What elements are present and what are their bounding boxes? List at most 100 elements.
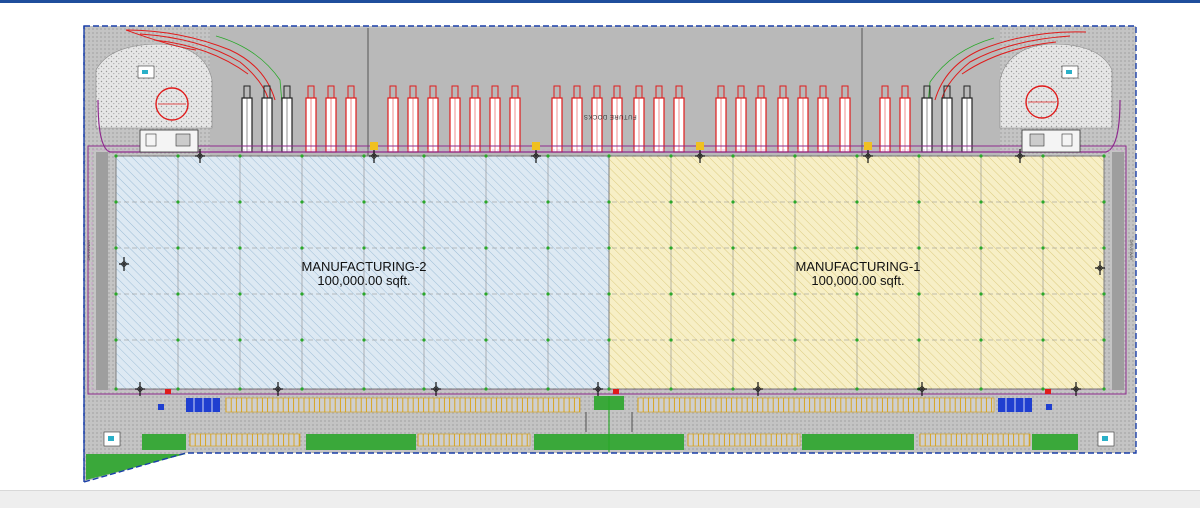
column-dot	[362, 387, 366, 391]
column-dot	[917, 154, 921, 158]
column-dot	[917, 200, 921, 204]
site-plan-drawing: FUTURE DOCKS MANUFACTURING-2 100,000.00 …	[83, 25, 1137, 483]
turning-circle-right	[1025, 85, 1059, 119]
truck-turning-path-left-green	[215, 35, 287, 151]
side-driveway-left	[96, 152, 108, 390]
dock-truck	[241, 85, 253, 153]
column-dot	[238, 154, 242, 158]
door-marker	[1015, 149, 1025, 163]
side-label-left: DRIVEWAY	[86, 239, 91, 260]
column-dot	[669, 200, 673, 204]
column-dot	[979, 338, 983, 342]
door-marker	[753, 382, 763, 396]
dock-leveler	[696, 142, 704, 150]
column-dot	[669, 246, 673, 250]
column-dot	[793, 200, 797, 204]
column-dot	[855, 387, 859, 391]
door-marker	[195, 149, 205, 163]
column-dot	[855, 292, 859, 296]
column-dot	[238, 338, 242, 342]
top-accent-rule	[0, 0, 1200, 3]
side-driveway-right	[1112, 152, 1124, 390]
zone-manufacturing-1	[608, 155, 1105, 390]
column-dot	[731, 338, 735, 342]
column-dot	[669, 154, 673, 158]
turning-circle-left	[155, 87, 189, 121]
column-dot	[362, 200, 366, 204]
column-dot	[114, 154, 118, 158]
door-marker	[119, 257, 129, 271]
column-dot	[979, 154, 983, 158]
column-dot	[607, 338, 611, 342]
column-dot	[731, 387, 735, 391]
door-marker	[369, 149, 379, 163]
truck-turning-path-right-green	[923, 37, 995, 151]
column-dot	[546, 200, 550, 204]
column-dot	[362, 292, 366, 296]
zone-name-manufacturing-2: MANUFACTURING-2	[302, 259, 427, 274]
column-dot	[979, 246, 983, 250]
column-dot	[607, 246, 611, 250]
door-marker	[1071, 382, 1081, 396]
dock-truck	[305, 85, 317, 153]
column-dot	[546, 292, 550, 296]
column-dot	[362, 246, 366, 250]
column-dot	[300, 154, 304, 158]
dock-leveler	[864, 142, 872, 150]
column-dot	[484, 292, 488, 296]
door-markers	[119, 142, 1105, 396]
dock-leveler	[370, 142, 378, 150]
column-dot	[546, 387, 550, 391]
dock-truck	[921, 85, 933, 153]
column-dot	[607, 200, 611, 204]
column-dot	[484, 246, 488, 250]
column-dot	[731, 246, 735, 250]
side-label-right: DRIVEWAY	[1129, 240, 1134, 261]
column-dot	[793, 387, 797, 391]
column-dot	[422, 246, 426, 250]
column-dot	[114, 338, 118, 342]
column-dot	[669, 292, 673, 296]
column-dot	[855, 246, 859, 250]
column-dot	[1102, 154, 1106, 158]
gravel-area-left	[95, 43, 213, 129]
dock-apron	[210, 28, 1000, 156]
landscape-strip	[1032, 434, 1078, 450]
column-dot	[1041, 154, 1045, 158]
column-dot	[176, 387, 180, 391]
column-dot	[114, 200, 118, 204]
column-dot	[1102, 387, 1106, 391]
parking-rows	[189, 397, 1031, 447]
column-dot	[1102, 338, 1106, 342]
column-dot	[793, 292, 797, 296]
zone-manufacturing-2	[115, 155, 610, 390]
column-dot	[114, 387, 118, 391]
hydrant-marker	[165, 389, 171, 394]
column-dot	[422, 387, 426, 391]
column-dot	[669, 338, 673, 342]
column-dot	[176, 246, 180, 250]
column-dot	[1041, 246, 1045, 250]
column-dot	[669, 387, 673, 391]
column-dot	[300, 338, 304, 342]
door-marker	[863, 149, 873, 163]
column-dot	[855, 338, 859, 342]
column-dot	[979, 292, 983, 296]
truck-turning-path-right	[934, 31, 1087, 101]
future-docks-label: FUTURE DOCKS	[583, 113, 636, 119]
column-dot	[176, 200, 180, 204]
column-dot	[238, 200, 242, 204]
dock-truck	[839, 85, 851, 153]
column-dot	[114, 292, 118, 296]
column-dot	[114, 246, 118, 250]
column-dot	[238, 292, 242, 296]
column-dot	[484, 338, 488, 342]
hydrant-marker	[1045, 389, 1051, 394]
column-dot	[607, 154, 611, 158]
column-dot	[484, 200, 488, 204]
column-dot	[793, 338, 797, 342]
accessible-parking-right	[998, 398, 1032, 412]
column-dot	[855, 154, 859, 158]
zone-area-manufacturing-2: 100,000.00 sqft.	[317, 273, 410, 288]
hydrant-marker	[613, 389, 619, 394]
